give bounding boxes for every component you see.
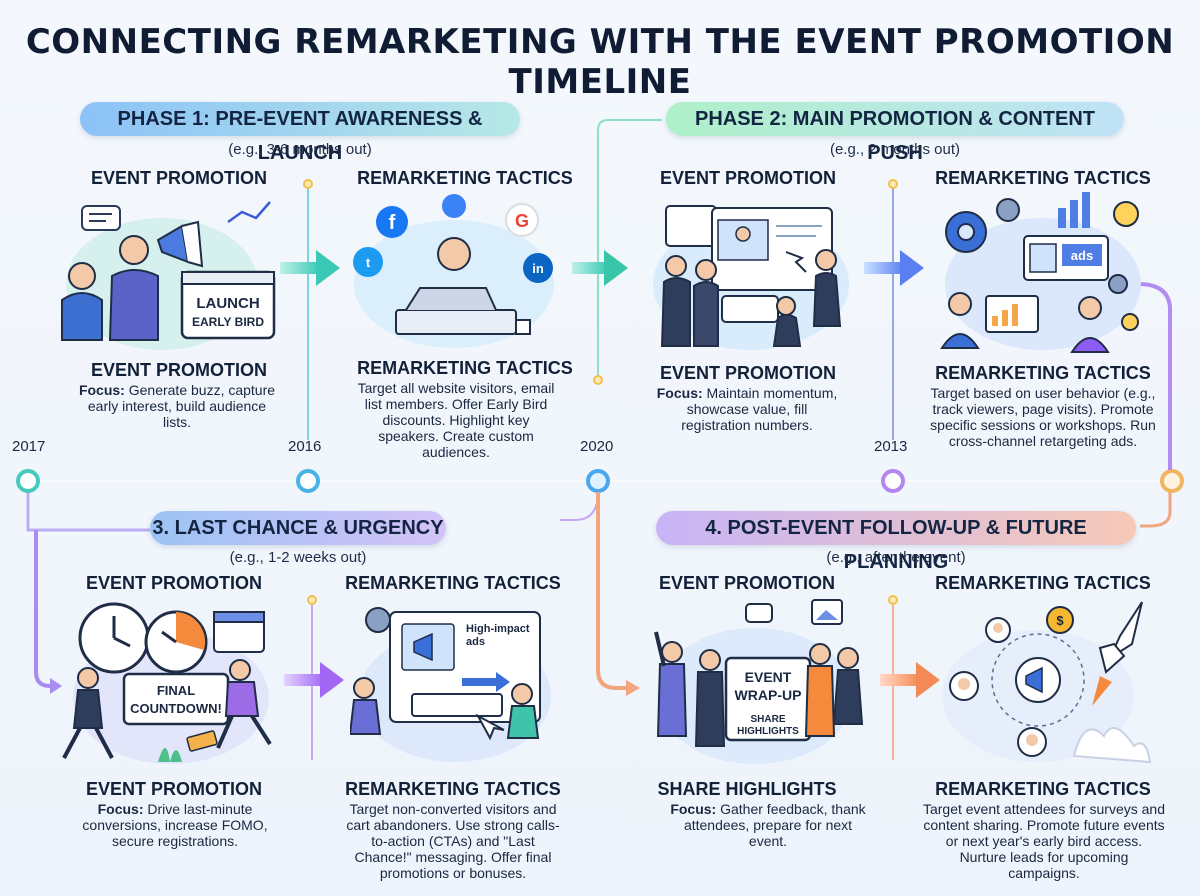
final-sign-text: FINAL [157,683,195,698]
phase-1-subtitle: (e.g., 3-6 months out) [228,141,372,158]
phase-3-remark-text: Target non-converted visitors and cart a… [346,801,560,881]
focus-label: Focus: [656,385,703,401]
high-impact-label: High-impact [466,623,530,635]
phase-2-subtitle: (e.g., 2 months out) [829,141,961,158]
phase-1-remark-heading: REMARKETING TACTICS [357,168,573,188]
phase-2-remark-text: Target based on user behavior (e.g., tra… [930,385,1156,449]
arrow-phase3 [284,662,344,698]
phase-3-label: 3. LAST CHANCE & URGENCY [150,511,446,545]
phase-4-remark-text: Target event attendees for surveys and c… [922,801,1166,881]
phase-2-remark-footer-heading: REMARKETING TACTICS [935,363,1151,383]
phase-4-promo-description: Gather feedback, thank attendees, prepar… [683,801,866,849]
share-sign-text: SHARE [750,714,785,725]
phase-4-subtitle: (e.g., after the event) [826,549,966,566]
svg-text:t: t [366,255,371,270]
event-sign-text: EVENT [745,669,792,685]
launch-sign-text: LAUNCH [196,295,259,312]
phase-3-promo-footer-heading: EVENT PROMOTION [85,779,262,799]
phase-1-remark-illustration: f G t in [353,194,554,348]
phase-2-remark-heading: REMARKETING TACTICS [935,168,1151,188]
timeline-year-label: 2013 [874,438,908,455]
arrow-phase2 [864,250,924,286]
timeline-year-label: 2017 [12,438,46,455]
early-bird-sign-text: EARLY BIRD [192,315,264,329]
arrow-phase1 [280,250,340,286]
phase-4-remark-heading: REMARKETING TACTICS [935,573,1151,593]
phase-2-promo-text: Focus: Maintain momentum, showcase value… [652,385,842,433]
phase-4-promo-footer-heading: SHARE HIGHLIGHTS [657,779,837,799]
arrow-phase4 [880,662,940,698]
phase-2-promo-description: Maintain momentum, showcase value, fill … [681,385,838,433]
phase-4-label: 4. POST-EVENT FOLLOW-UP & FUTURE PLANNIN… [656,511,1136,573]
ads-label: ads [1071,248,1093,263]
phase-2-promo-illustration [653,205,849,350]
countdown-sign-text: COUNTDOWN! [130,701,222,716]
phase-1-promo-text: Focus: Generate buzz, capture early inte… [72,382,282,430]
phase-4-promo-heading: EVENT PROMOTION [658,573,835,593]
phase-2-remark-illustration: ads [940,192,1141,353]
ads-label: ads [466,636,485,648]
arrow-phase1-to-2 [572,250,628,286]
phase-1-promo-illustration: LAUNCH EARLY BIRD [61,201,276,350]
phase-1-remark-footer-heading: REMARKETING TACTICS [357,358,573,378]
svg-text:in: in [532,261,544,276]
focus-label: Focus: [97,801,144,817]
phase-3-subtitle: (e.g., 1-2 weeks out) [229,549,367,566]
timeline-year-label: 2016 [288,438,322,455]
phase-1-promo-heading: EVENT PROMOTION [90,168,267,188]
svg-text:G: G [515,211,529,231]
timeline-year-label: 2020 [580,438,614,455]
highlights-sign-text: HIGHLIGHTS [737,726,799,737]
phase-3-remark-footer-heading: REMARKETING TACTICS [345,779,561,799]
phase-1-promo-description: Generate buzz, capture early interest, b… [87,382,276,430]
focus-label: Focus: [78,382,125,398]
main-title: CONNECTING REMARKETING WITH THE EVENT PR… [25,22,1175,102]
phase-1-label: PHASE 1: PRE-EVENT AWARENESS & LAUNCH [80,102,520,164]
svg-text:$: $ [1056,613,1064,628]
phase-4-promo-illustration: EVENT WRAP-UP SHARE HIGHLIGHTS [654,599,864,764]
phase-4-remark-footer-heading: REMARKETING TACTICS [935,779,1151,799]
phase-3-remark-illustration: High-impact ads [350,607,551,762]
phase-4-promo-text: Focus: Gather feedback, thank attendees,… [668,801,868,849]
timeline-nodes [16,469,1184,493]
phase-2-promo-heading: EVENT PROMOTION [659,168,836,188]
phase-3-remark-heading: REMARKETING TACTICS [345,573,561,593]
phase-4-remark-illustration: $ [942,601,1152,764]
focus-label: Focus: [670,801,717,817]
svg-text:f: f [389,212,396,234]
phase-1-remark-text: Target all website visitors, email list … [357,380,555,460]
phase-3-promo-heading: EVENT PROMOTION [85,573,262,593]
phase-1-promo-footer-heading: EVENT PROMOTION [90,360,267,380]
phase-3-promo-text: Focus: Drive last-minute conversions, in… [70,801,280,849]
phase-3-promo-illustration: FINAL COUNTDOWN! [62,602,272,764]
wrap-up-sign-text: WRAP-UP [735,687,802,703]
phase-2-label: PHASE 2: MAIN PROMOTION & CONTENT PUSH [666,102,1124,164]
phase-2-promo-footer-heading: EVENT PROMOTION [659,363,836,383]
phase-3-promo-description: Drive last-minute conversions, increase … [82,801,268,849]
